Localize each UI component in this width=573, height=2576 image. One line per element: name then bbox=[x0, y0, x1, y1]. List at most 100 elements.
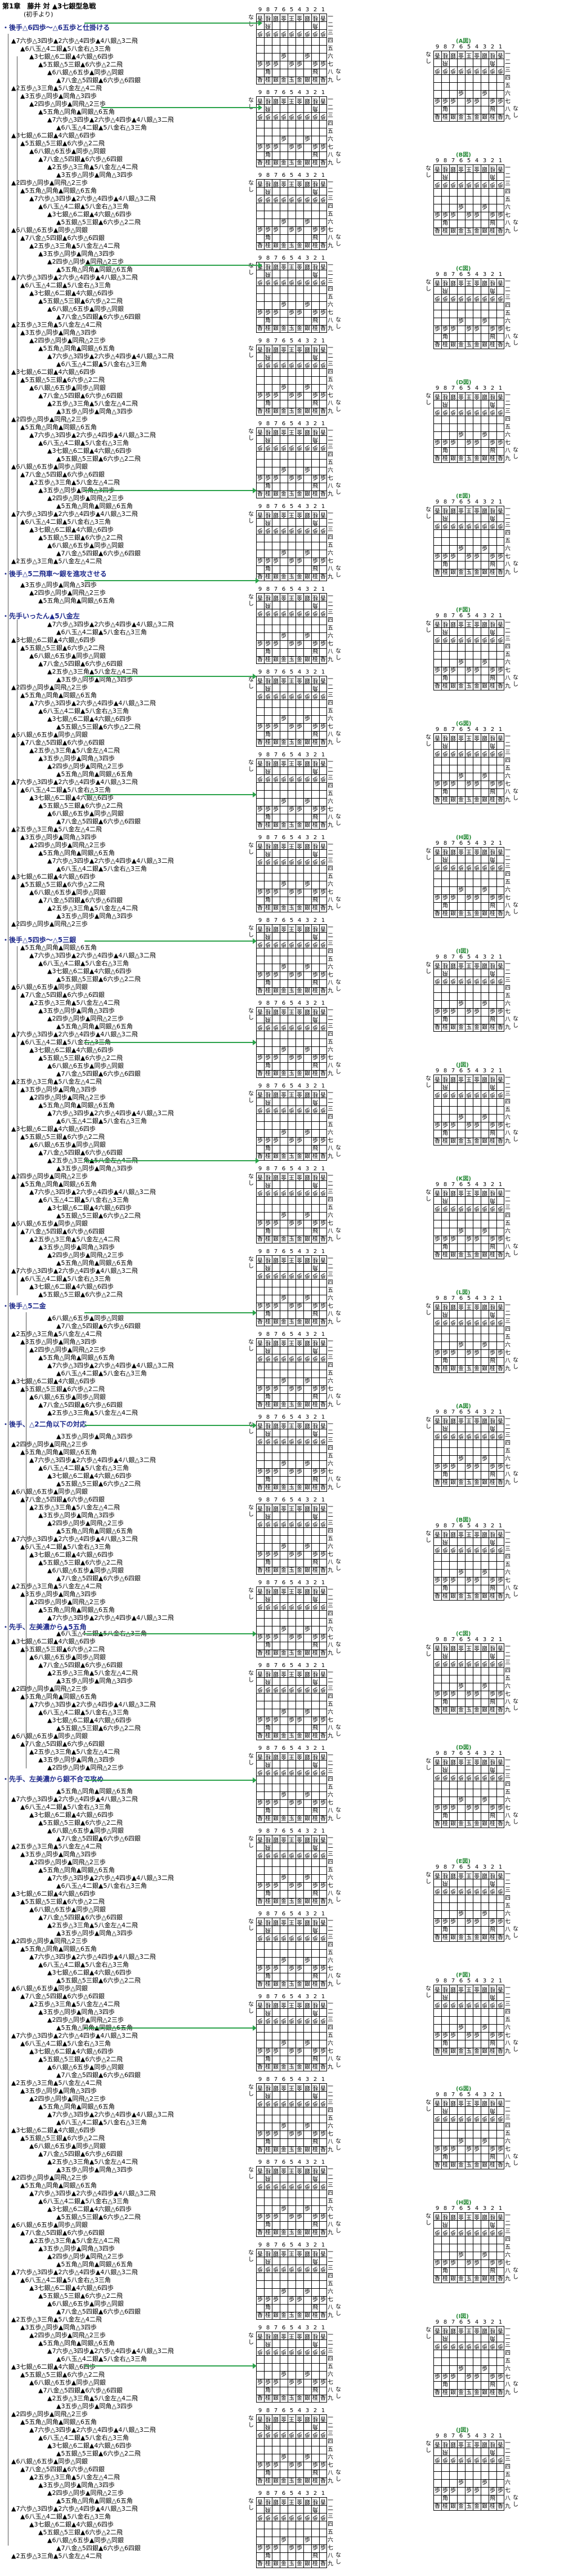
rank-label: 三 bbox=[328, 1437, 333, 1445]
sente-piece: 桂 bbox=[311, 408, 319, 416]
gote-hand: な し bbox=[424, 2100, 432, 2113]
file-label: 4 bbox=[296, 2159, 303, 2166]
sente-piece: 金 bbox=[473, 2275, 481, 2283]
sente-piece: 歩 bbox=[272, 392, 280, 400]
gote-piece: 歩 bbox=[311, 443, 319, 451]
sente-piece: 歩 bbox=[496, 1577, 504, 1585]
gote-piece: 歩 bbox=[288, 2347, 296, 2355]
gote-piece: 歩 bbox=[264, 692, 272, 699]
rank-label: 二 bbox=[505, 2448, 511, 2455]
gote-piece: 銀 bbox=[303, 96, 311, 104]
sente-piece: 銀 bbox=[303, 822, 311, 830]
gote-piece: 歩 bbox=[496, 1318, 504, 1326]
gote-piece: 王 bbox=[288, 841, 296, 849]
gote-piece: 桂 bbox=[311, 2497, 319, 2505]
rank-label: 一 bbox=[505, 2440, 511, 2448]
gote-piece: 銀 bbox=[303, 2332, 311, 2339]
gote-piece: 歩 bbox=[319, 1519, 327, 1527]
sente-piece: 飛 bbox=[311, 2056, 319, 2064]
page-subtitle: (初手より) bbox=[24, 10, 53, 19]
sente-piece: 銀 bbox=[272, 242, 280, 250]
gote-piece: 王 bbox=[288, 427, 296, 435]
gote-piece: 歩 bbox=[272, 2347, 280, 2355]
gote-piece: 歩 bbox=[449, 294, 457, 302]
file-label: 1 bbox=[319, 2159, 327, 2166]
file-label: 2 bbox=[311, 1663, 319, 1669]
rank-label: 二 bbox=[328, 2257, 333, 2265]
gote-hand: な し bbox=[424, 52, 432, 65]
section-heading: ・先手いったん▲5八金左 bbox=[2, 611, 80, 621]
file-label: 4 bbox=[473, 1750, 481, 1757]
sente-piece: 金 bbox=[280, 1567, 288, 1575]
move-line: ▲5五角△同角▲同銀△6五角 bbox=[56, 1527, 133, 1535]
sente-piece: 歩 bbox=[296, 475, 303, 483]
sente-piece: 歩 bbox=[264, 392, 272, 400]
rank-label: 六 bbox=[328, 467, 333, 475]
file-label: 4 bbox=[473, 271, 481, 278]
sente-piece: 歩 bbox=[272, 61, 280, 69]
gote-piece: 歩 bbox=[272, 1768, 280, 1776]
section-heading: ・後手△6四歩～△6五歩と仕掛ける bbox=[2, 23, 110, 32]
rank-label: 四 bbox=[328, 2438, 333, 2446]
move-line: ▲5五角△同角▲同銀△6五角 bbox=[20, 1449, 97, 1456]
sente-piece: 歩 bbox=[280, 301, 288, 309]
sente-piece: 香 bbox=[433, 1138, 441, 1146]
sente-piece: 桂 bbox=[311, 1815, 319, 1823]
gote-piece: 金 bbox=[457, 278, 465, 286]
sente-piece: 桂 bbox=[264, 408, 272, 416]
rank-label: 三 bbox=[328, 1519, 333, 1527]
move-line: ▲2四歩△同歩▲同飛△2三歩 bbox=[29, 1094, 106, 1101]
sente-piece: 桂 bbox=[489, 2161, 496, 2169]
gote-piece: 歩 bbox=[496, 66, 504, 74]
move-line: ▲6八玉△4二銀▲5八金右△3三角 bbox=[20, 45, 111, 52]
sente-piece: 歩 bbox=[449, 1804, 457, 1812]
sente-piece: 金 bbox=[457, 455, 465, 463]
move-line: ▲6八玉△4二銀▲5八金右△3三角 bbox=[38, 1196, 129, 1204]
gote-piece: 歩 bbox=[319, 1354, 327, 1362]
gote-piece: 香 bbox=[496, 164, 504, 172]
sente-piece: 香 bbox=[496, 683, 504, 690]
sente-piece: 香 bbox=[319, 739, 327, 747]
file-label: 2 bbox=[489, 1978, 496, 1985]
gote-piece: 角 bbox=[489, 1310, 496, 1318]
sente-piece: 銀 bbox=[303, 1567, 311, 1575]
gote-piece: 金 bbox=[280, 2166, 288, 2174]
gote-piece: 歩 bbox=[489, 2342, 496, 2350]
rank-label: 六 bbox=[505, 2479, 511, 2487]
gote-piece: 歩 bbox=[264, 774, 272, 782]
rank-label: 三 bbox=[328, 1685, 333, 1693]
board-grid bbox=[256, 510, 327, 581]
diagram-caption: (B図) bbox=[456, 1515, 471, 1523]
gote-piece: 歩 bbox=[311, 1106, 319, 1113]
rank-label: 六 bbox=[505, 204, 511, 212]
gote-piece: 銀 bbox=[303, 2414, 311, 2422]
rank-label: 八 bbox=[328, 1642, 333, 1650]
sente-piece: 玉 bbox=[465, 569, 473, 577]
file-label: 2 bbox=[489, 158, 496, 164]
rank-label: 九 bbox=[328, 1981, 333, 1989]
gote-piece: 桂 bbox=[264, 2083, 272, 2091]
gote-piece: 王 bbox=[288, 924, 296, 932]
gote-piece: 銀 bbox=[449, 506, 457, 514]
gote-piece: 角 bbox=[311, 1594, 319, 1602]
sente-piece: 歩 bbox=[280, 1543, 288, 1551]
sente-piece: 歩 bbox=[319, 144, 327, 151]
move-line: ▲6八銀△6五歩▲同歩△同銀 bbox=[29, 652, 106, 659]
gote-piece: 角 bbox=[311, 21, 319, 29]
rank-label: 六 bbox=[505, 545, 511, 553]
gote-piece: 香 bbox=[433, 733, 441, 741]
gote-piece: 桂 bbox=[264, 2166, 272, 2174]
sente-piece: 香 bbox=[319, 2229, 327, 2237]
gote-piece: 銀 bbox=[272, 427, 280, 435]
rank-label: 六 bbox=[328, 2371, 333, 2379]
board-rank-labels: 一二三四五六七八九 bbox=[505, 1643, 511, 1714]
move-line: ▲7六歩△3四歩▲2六歩△4四歩▲4八銀△3二飛 bbox=[47, 2347, 174, 2355]
rank-label: 七 bbox=[328, 723, 333, 731]
rank-label: 六 bbox=[328, 964, 333, 971]
sente-hand: な し bbox=[334, 1642, 342, 1655]
gote-piece: 飛 bbox=[441, 286, 449, 294]
gote-piece: 歩 bbox=[449, 1659, 457, 1667]
sente-piece: 香 bbox=[319, 1236, 327, 1244]
move-line: ▲2五歩△3三角▲5八金左△4二飛 bbox=[11, 558, 102, 565]
